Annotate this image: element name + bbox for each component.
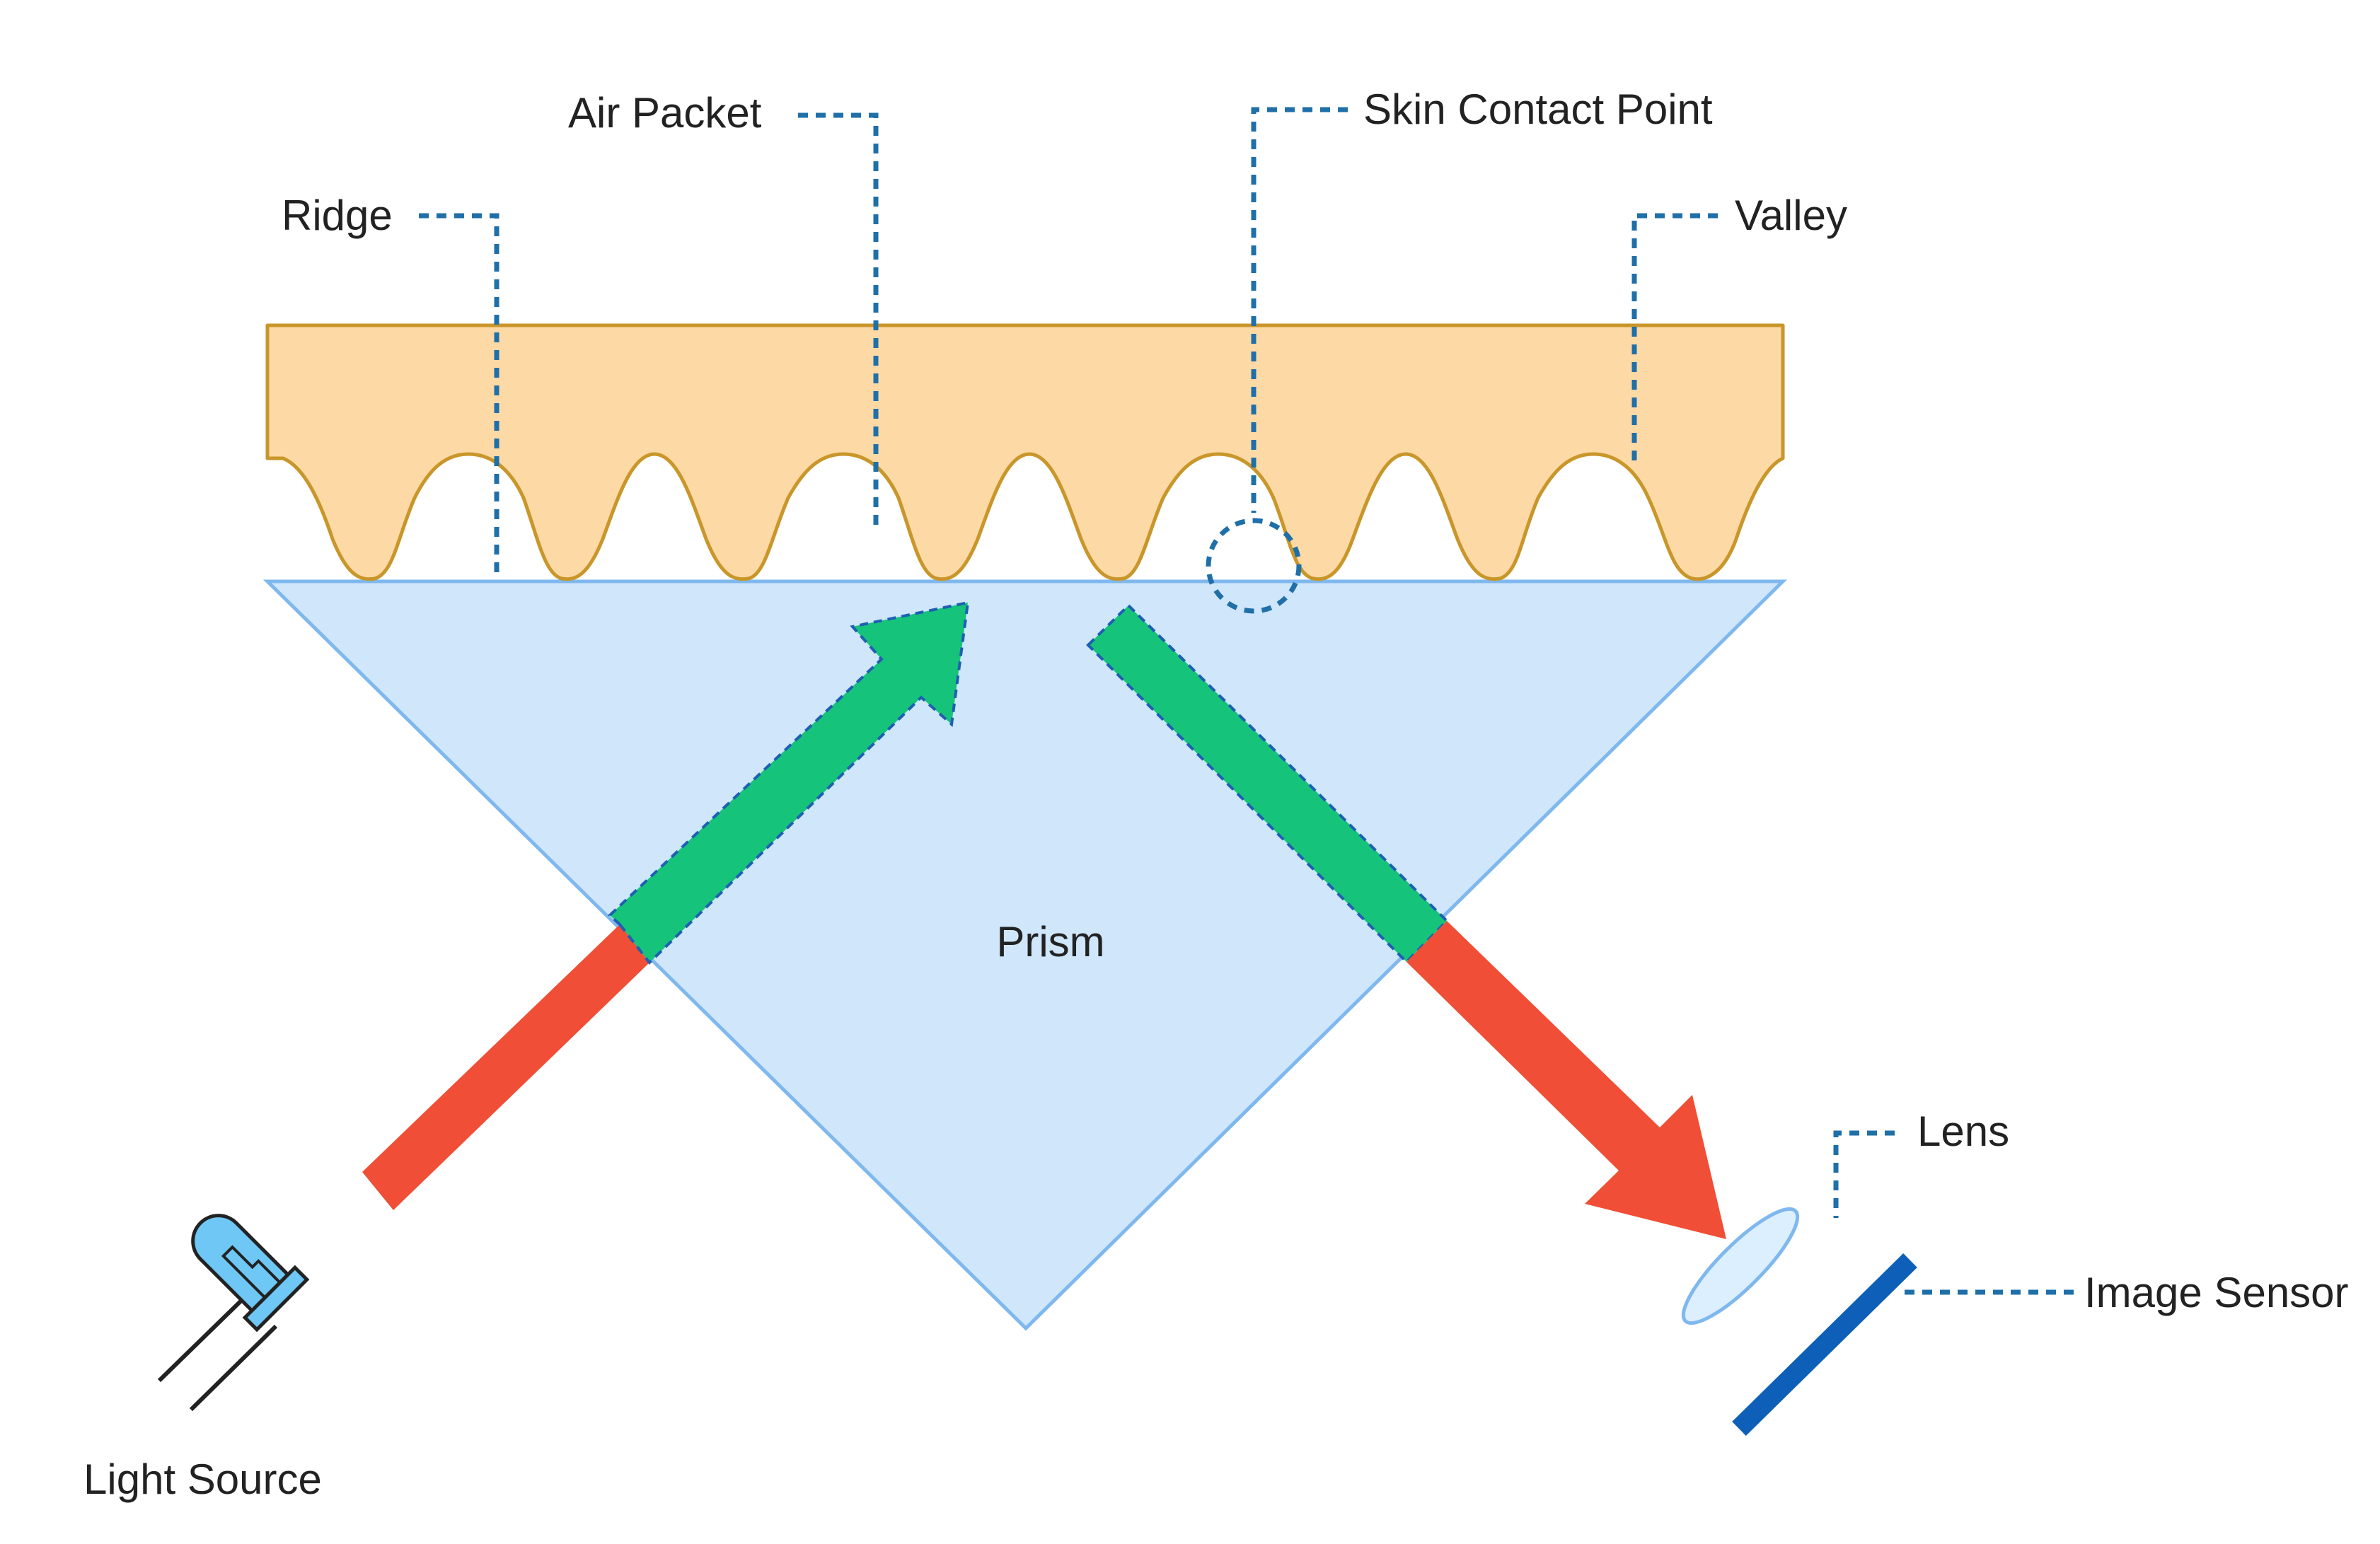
reflected-light-beam-inside [1086, 603, 1449, 964]
skin-contact-highlight-circle [1206, 518, 1302, 614]
skin-contact-leader-line [1251, 107, 1348, 513]
reflected-light-beam-outside [1406, 921, 1726, 1239]
air-packet-label: Air Packet [568, 89, 762, 137]
lens-label: Lens [1917, 1108, 2009, 1155]
ridge-label: Ridge [282, 192, 393, 239]
image-sensor-label: Image Sensor [2084, 1269, 2349, 1316]
incoming-light-beam-inside [608, 600, 970, 965]
ridge-leader-line [419, 213, 499, 576]
finger-skin [265, 323, 1785, 581]
incoming-light-beam-outside [362, 924, 649, 1210]
air-packet-leader-line [798, 112, 879, 527]
lens-leader-line [1833, 1130, 1895, 1218]
image-sensor-bar [1732, 1253, 1917, 1436]
valley-label: Valley [1735, 192, 1847, 239]
valley-leader-line [1631, 213, 1718, 463]
prism-label: Prism [996, 918, 1104, 965]
lens-icon [1681, 1207, 1800, 1325]
skin-contact-point-label: Skin Contact Point [1363, 86, 1713, 133]
light-source-label: Light Source [83, 1456, 322, 1503]
led-light-source-icon [157, 1214, 310, 1412]
